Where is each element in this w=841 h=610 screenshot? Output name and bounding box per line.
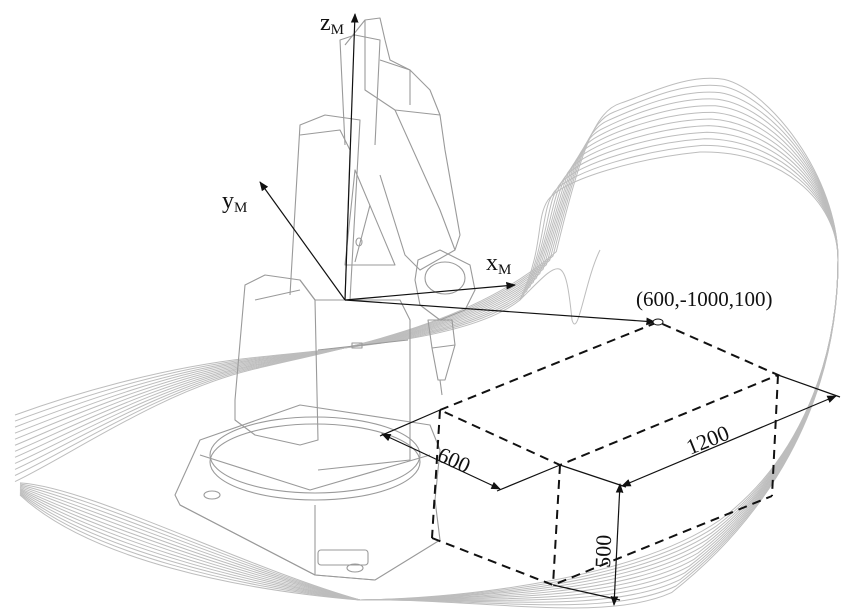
length-dimension-label: 1200 (683, 420, 733, 460)
workspace-cusp-line (519, 249, 601, 325)
workspace-contour-line (14, 91, 839, 603)
y-axis-arrow (259, 181, 346, 301)
workspace-contour-line (14, 131, 839, 601)
origin-to-corner-arrow (344, 299, 656, 326)
corner-coordinate-label: (600,-1000,100) (636, 287, 772, 311)
length-dimension-arrow (621, 395, 837, 487)
y-axis-label: yM (222, 188, 247, 216)
z-axis-arrow (344, 13, 359, 301)
height-dimension-label: 500 (590, 534, 616, 568)
height-dimension-arrow (610, 483, 624, 606)
workspace-contour-line (14, 138, 839, 601)
x-axis-arrow (344, 281, 516, 301)
z-axis-label: zM (320, 10, 344, 38)
width-dimension-arrow (381, 433, 501, 490)
coordinate-axes: zM yM xM (222, 10, 656, 326)
width-dimension-label: 600 (434, 442, 474, 478)
workspace-contours (14, 77, 839, 609)
x-axis-label: xM (486, 250, 511, 278)
workspace-contour-line (14, 77, 839, 609)
workspace-contour-line (14, 151, 839, 601)
robot-arm-drawing (174, 17, 476, 581)
dimension-lines: 1200 600 500 (379, 374, 841, 606)
